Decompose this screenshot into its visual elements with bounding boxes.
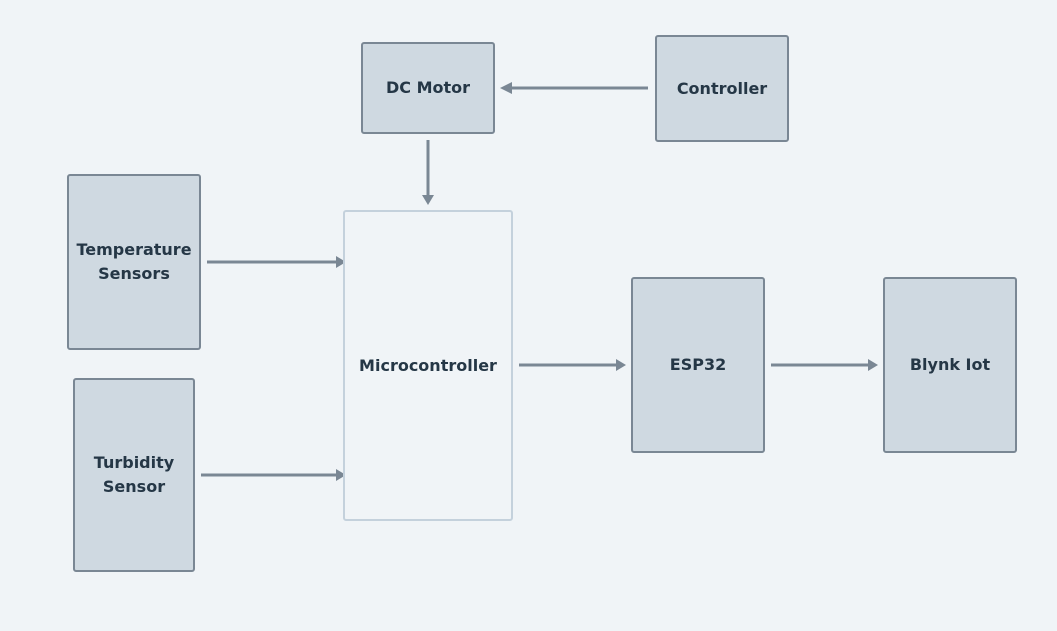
node-turbidity-sensor-label-line1: Turbidity [93,453,175,472]
node-turbidity-sensor: Turbidity Sensor [73,378,195,572]
node-microcontroller-label: Microcontroller [359,355,497,375]
node-esp32-label: ESP32 [669,355,727,374]
edge-temperature-to-microcontroller [207,256,346,268]
node-turbidity-sensor-label-line2: Sensor [102,477,166,496]
node-controller-label: Controller [676,78,768,98]
node-temperature-sensors: Temperature Sensors [67,174,201,350]
edge-esp32-to-blynk [771,359,878,371]
edge-turbidity-to-microcontroller [201,469,346,481]
edge-dc-motor-to-microcontroller [422,140,434,205]
node-esp32: ESP32 [631,277,765,453]
edge-controller-to-dc-motor [500,82,648,94]
node-dc-motor: DC Motor [361,42,495,134]
node-temperature-sensors-label-line1: Temperature [76,240,192,259]
edge-microcontroller-to-esp32 [519,359,626,371]
node-microcontroller: Microcontroller [343,210,513,521]
node-controller: Controller [655,35,789,142]
node-blynk-iot-label: Blynk Iot [909,355,991,374]
node-dc-motor-label: DC Motor [385,78,471,97]
node-blynk-iot: Blynk Iot [883,277,1017,453]
node-temperature-sensors-label-line2: Sensors [98,264,170,283]
